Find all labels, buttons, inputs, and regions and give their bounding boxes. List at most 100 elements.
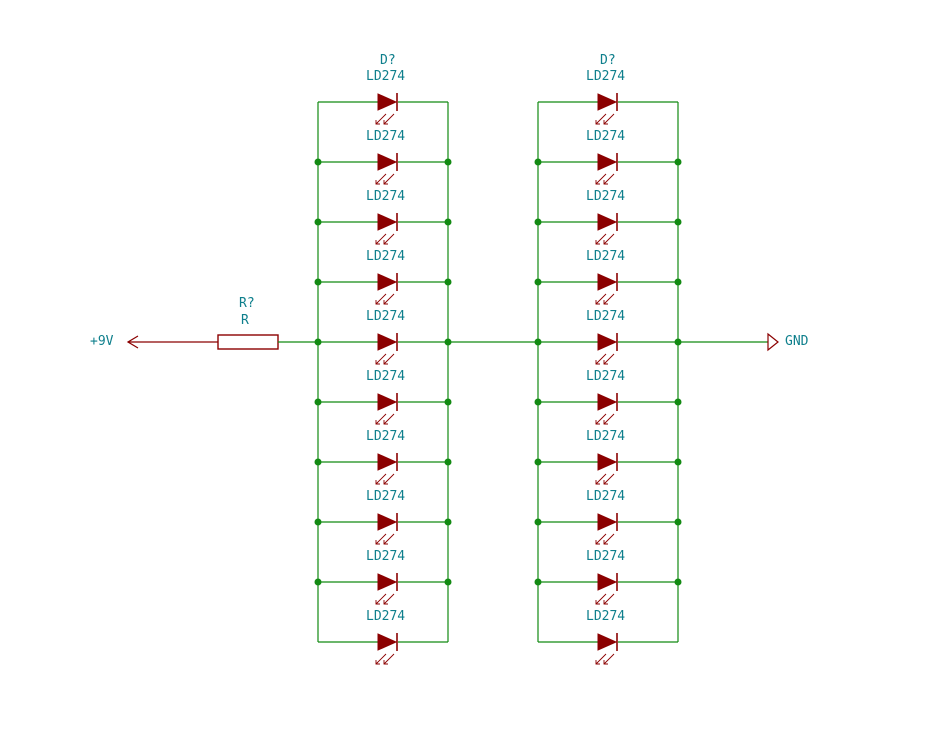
led-diode-symbol [377,93,398,111]
emission-arrow [383,533,395,545]
emission-arrow [603,473,615,485]
junction-dot [314,338,322,346]
led-diode-symbol [377,213,398,231]
emission-arrow [603,413,615,425]
emission-arrow [595,293,607,305]
emission-arrow [383,233,395,245]
emission-arrow [603,293,615,305]
emission-arrow [383,353,395,365]
ground-label: GND [785,334,809,349]
emission-arrow [375,353,387,365]
emission-arrow [595,413,607,425]
junction-dot [534,158,542,166]
emission-arrow [383,653,395,665]
junction-dot [444,458,452,466]
led-diode-symbol [597,453,618,471]
resistor-ref: R? [239,296,255,311]
diode-value-label: LD274 [586,609,625,624]
led-diode-symbol [597,213,618,231]
ground-port-arrow [767,332,779,352]
junction-dot [674,218,682,226]
led-diode-symbol [377,453,398,471]
led-diode-symbol [377,333,398,351]
emission-arrowhead [383,120,388,125]
emission-arrow [383,593,395,605]
led-diode-symbol [377,153,398,171]
junction-dot [674,278,682,286]
emission-arrow [375,113,387,125]
emission-arrowhead [383,300,388,305]
emission-arrow [603,113,615,125]
led-diode-symbol [377,273,398,291]
emission-arrow [603,233,615,245]
junction-dot [314,218,322,226]
emission-arrow [603,533,615,545]
led-diode-symbol [597,393,618,411]
led-diode-symbol [377,633,398,651]
emission-arrowhead [375,120,380,125]
junction-dot [674,398,682,406]
junction-dot [444,338,452,346]
led-diode-symbol [597,93,618,111]
diode-ref-label: D? [600,53,616,68]
emission-arrowhead [603,660,608,665]
junction-dot [674,578,682,586]
emission-arrowhead [375,300,380,305]
emission-arrow [595,533,607,545]
junction-dot [674,338,682,346]
led-diode-symbol [597,573,618,591]
emission-arrow [595,113,607,125]
emission-arrowhead [383,480,388,485]
junction-dot [534,338,542,346]
junction-dot [534,578,542,586]
emission-arrowhead [375,420,380,425]
diode-value-label: LD274 [586,129,625,144]
led-diode-symbol [377,393,398,411]
emission-arrow [595,653,607,665]
emission-arrow [595,593,607,605]
emission-arrowhead [375,480,380,485]
junction-dot [444,158,452,166]
emission-arrowhead [383,360,388,365]
led-diode-symbol [597,513,618,531]
diode-value-label: LD274 [366,489,405,504]
emission-arrow [383,173,395,185]
emission-arrow [375,533,387,545]
diode-ref-label: D? [380,53,396,68]
junction-dot [314,578,322,586]
emission-arrowhead [595,540,600,545]
emission-arrowhead [595,600,600,605]
led-diode-symbol [597,633,618,651]
emission-arrowhead [595,420,600,425]
junction-dot [444,278,452,286]
emission-arrow [375,233,387,245]
emission-arrowhead [375,540,380,545]
emission-arrow [383,413,395,425]
emission-arrowhead [603,300,608,305]
emission-arrowhead [595,180,600,185]
junction-dot [444,518,452,526]
diode-value-label: LD274 [586,189,625,204]
led-diode-symbol [597,333,618,351]
diode-bank-left: D?LD274LD274LD274LD274LD274LD274LD274LD2… [314,53,452,665]
emission-arrowhead [595,300,600,305]
emission-arrowhead [595,240,600,245]
led-diode-symbol [377,573,398,591]
emission-arrowhead [383,240,388,245]
emission-arrowhead [603,180,608,185]
junction-dot [314,158,322,166]
diode-bank-right: D?LD274LD274LD274LD274LD274LD274LD274LD2… [534,53,682,665]
emission-arrowhead [383,180,388,185]
emission-arrowhead [595,480,600,485]
emission-arrow [383,293,395,305]
junction-dot [534,518,542,526]
diode-value-label: LD274 [586,69,625,84]
junction-dot [444,398,452,406]
emission-arrowhead [603,420,608,425]
emission-arrowhead [603,120,608,125]
emission-arrowhead [375,600,380,605]
diode-value-label: LD274 [586,549,625,564]
diode-value-label: LD274 [366,189,405,204]
diode-value-label: LD274 [366,549,405,564]
emission-arrowhead [383,660,388,665]
